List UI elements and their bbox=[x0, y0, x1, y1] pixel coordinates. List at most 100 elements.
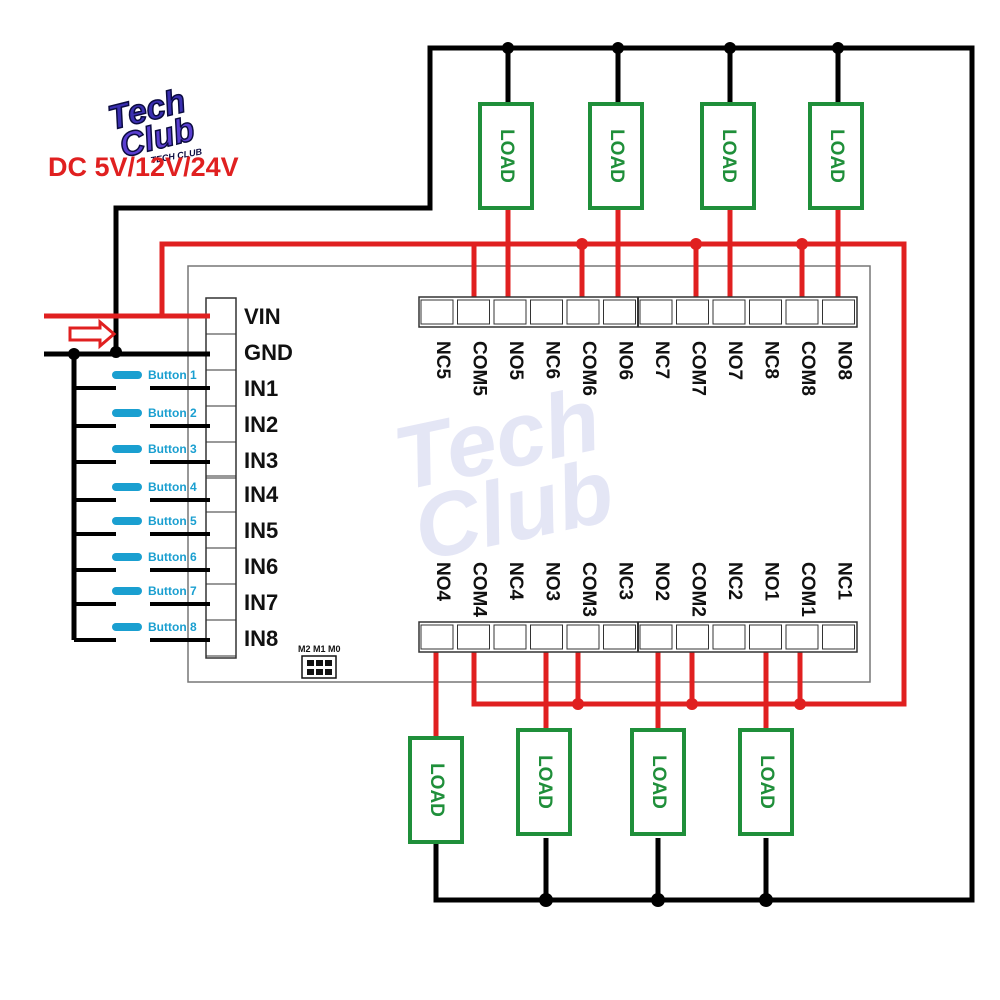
terminal-screw bbox=[749, 299, 782, 325]
terminal-label: NC8 bbox=[761, 341, 782, 379]
input-pin-label: IN6 bbox=[244, 554, 278, 579]
terminal-label: COM7 bbox=[688, 341, 709, 396]
input-pin-label: IN2 bbox=[244, 412, 278, 437]
terminal-screw bbox=[493, 624, 527, 650]
input-buttons: Button 1 Button 2 Button 3 Button 4 Button 5… bbox=[74, 368, 210, 642]
load-box: LOAD bbox=[700, 102, 756, 210]
load-label: LOAD bbox=[718, 129, 739, 183]
load-box: LOAD bbox=[588, 102, 644, 210]
power-input-arrow-icon bbox=[68, 318, 117, 350]
terminal-screw bbox=[676, 624, 709, 650]
terminal-screw bbox=[457, 299, 490, 325]
terminal-screw bbox=[530, 299, 563, 325]
load-label: LOAD bbox=[648, 755, 669, 809]
terminal-label: NO4 bbox=[432, 562, 453, 602]
input-pin-label: IN1 bbox=[244, 376, 278, 401]
terminal-screw bbox=[493, 299, 527, 325]
terminal-screw bbox=[566, 624, 600, 650]
terminal-screw bbox=[712, 624, 746, 650]
load-box: LOAD bbox=[478, 102, 534, 210]
terminal-label: NO1 bbox=[761, 562, 782, 602]
terminal-screw bbox=[639, 299, 673, 325]
terminal-screw bbox=[676, 299, 709, 325]
terminal-label: COM3 bbox=[578, 562, 599, 617]
load-label: LOAD bbox=[426, 763, 447, 817]
button-actuator-icon bbox=[112, 623, 142, 631]
terminal-label: NC1 bbox=[834, 562, 855, 600]
terminal-screw bbox=[749, 624, 782, 650]
push-button: Button 5 bbox=[74, 514, 210, 536]
load-label: LOAD bbox=[496, 129, 517, 183]
button-label: Button 5 bbox=[148, 514, 197, 528]
terminal-screw bbox=[639, 624, 673, 650]
push-button: Button 7 bbox=[74, 584, 210, 606]
loads: LOAD LOAD LOAD LOAD LOAD LOAD LOAD LOAD bbox=[408, 102, 864, 844]
terminal-label: COM6 bbox=[578, 341, 599, 396]
load-label: LOAD bbox=[756, 755, 777, 809]
terminal-label: COM2 bbox=[688, 562, 709, 617]
power-wiring bbox=[44, 208, 907, 738]
load-label: LOAD bbox=[534, 755, 555, 809]
relay-board-outline bbox=[187, 265, 871, 683]
button-label: Button 3 bbox=[148, 442, 197, 456]
button-label: Button 2 bbox=[148, 406, 197, 420]
load-box: LOAD bbox=[408, 736, 464, 844]
button-label: Button 1 bbox=[148, 368, 197, 382]
push-button: Button 4 bbox=[74, 480, 210, 502]
push-button: Button 2 bbox=[74, 406, 210, 428]
terminal-screw bbox=[785, 299, 819, 325]
terminal-label: COM5 bbox=[469, 341, 490, 396]
terminal-label: NO7 bbox=[724, 341, 745, 380]
terminal-screw bbox=[420, 299, 454, 325]
terminal-screw bbox=[457, 624, 490, 650]
terminal-label: NO5 bbox=[505, 341, 526, 381]
button-actuator-icon bbox=[112, 517, 142, 525]
power-loop-wire bbox=[159, 241, 907, 707]
push-button: Button 3 bbox=[74, 442, 210, 464]
button-label: Button 8 bbox=[148, 620, 197, 634]
input-pin-label: IN5 bbox=[244, 518, 278, 543]
button-actuator-icon bbox=[112, 483, 142, 491]
tech-club-watermark: Tech Club bbox=[386, 370, 622, 581]
terminal-screw bbox=[603, 624, 636, 650]
terminal-screw bbox=[822, 624, 855, 650]
terminal-label: NO6 bbox=[615, 341, 636, 380]
terminal-screw bbox=[822, 299, 855, 325]
terminal-label: COM8 bbox=[797, 341, 818, 396]
terminal-label: NO8 bbox=[834, 341, 855, 380]
terminal-label: NC4 bbox=[505, 562, 526, 600]
ground-junctions bbox=[68, 42, 844, 907]
input-pin-label: IN7 bbox=[244, 590, 278, 615]
button-label: Button 4 bbox=[148, 480, 197, 494]
load-box: LOAD bbox=[516, 728, 572, 836]
terminal-screw bbox=[712, 299, 746, 325]
terminal-label: COM4 bbox=[469, 562, 490, 617]
push-button: Button 8 bbox=[74, 620, 210, 642]
push-button: Button 6 bbox=[74, 550, 210, 572]
button-actuator-icon bbox=[112, 445, 142, 453]
button-actuator-icon bbox=[112, 587, 142, 595]
mode-pins-label: M2 M1 M0 bbox=[298, 644, 341, 654]
terminal-label: NO3 bbox=[542, 562, 563, 601]
button-actuator-icon bbox=[112, 409, 142, 417]
terminal-screw bbox=[785, 624, 819, 650]
ground-loop-wire bbox=[113, 45, 975, 903]
terminal-label: NC7 bbox=[651, 341, 672, 379]
load-label: LOAD bbox=[606, 129, 627, 183]
terminal-label: NC5 bbox=[432, 341, 453, 379]
supply-voltage-label: DC 5V/12V/24V bbox=[48, 152, 239, 182]
power-junctions bbox=[572, 238, 808, 710]
load-box: LOAD bbox=[630, 728, 686, 836]
load-box: LOAD bbox=[808, 102, 864, 210]
terminal-label: NO2 bbox=[651, 562, 672, 601]
terminal-label: NC3 bbox=[615, 562, 636, 600]
input-pin-label: GND bbox=[244, 340, 293, 365]
load-box: LOAD bbox=[738, 728, 794, 836]
terminal-screw bbox=[566, 299, 600, 325]
input-pin-label: VIN bbox=[244, 304, 281, 329]
terminal-label: COM1 bbox=[797, 562, 818, 617]
